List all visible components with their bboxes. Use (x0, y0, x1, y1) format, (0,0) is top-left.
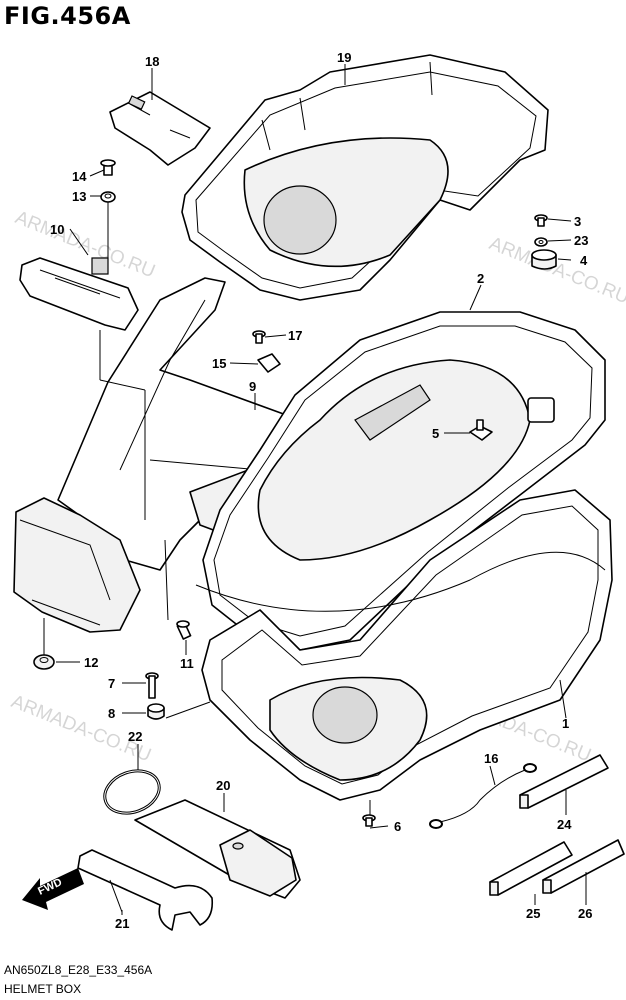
callout-14: 14 (72, 169, 87, 184)
callout-23: 23 (574, 233, 588, 248)
part-19-cover (181, 54, 549, 301)
callout-6: 6 (394, 819, 401, 834)
callout-labels: 18 19 14 13 10 2 3 23 4 5 17 15 9 11 12 … (50, 50, 592, 931)
part-10-latch (19, 257, 139, 331)
callout-17: 17 (288, 328, 302, 343)
leader-lines (43, 64, 587, 915)
callout-9: 9 (249, 379, 256, 394)
part-2-inner-box (202, 311, 606, 651)
fwd-arrow-icon: FWD (22, 868, 84, 910)
part-24-foam-block (519, 754, 609, 809)
callout-25: 25 (526, 906, 540, 921)
part-25-foam-block (489, 841, 573, 896)
callout-24: 24 (557, 817, 572, 832)
part-17-screw (252, 330, 266, 344)
part-5-grommet (469, 419, 493, 441)
callout-5: 5 (432, 426, 439, 441)
callout-10: 10 (50, 222, 64, 237)
callout-20: 20 (216, 778, 230, 793)
part-26-foam-block (542, 839, 625, 894)
part-6-bolt (362, 814, 376, 827)
part-20-tool-bag (134, 799, 301, 899)
callout-7: 7 (108, 676, 115, 691)
part-18-bracket (109, 91, 211, 166)
callout-21: 21 (115, 916, 129, 931)
part-12-grommet (33, 654, 55, 670)
callout-2: 2 (477, 271, 484, 286)
callout-19: 19 (337, 50, 351, 65)
figure-name: HELMET BOX (4, 982, 82, 996)
figure-code: AN650ZL8_E28_E33_456A (4, 963, 153, 977)
callout-16: 16 (484, 751, 498, 766)
callout-4: 4 (580, 253, 588, 268)
part-3-screw (534, 214, 548, 227)
part-15-clip (257, 353, 281, 373)
callout-3: 3 (574, 214, 581, 229)
callout-18: 18 (145, 54, 159, 69)
callout-22: 22 (128, 729, 142, 744)
part-1-outer-box (195, 489, 613, 801)
watermark: ARMADA-CO.RU (486, 233, 626, 308)
callout-13: 13 (72, 189, 86, 204)
callout-11: 11 (180, 656, 194, 671)
part-7-bolt (145, 672, 159, 699)
part-16-cable (429, 763, 537, 829)
part-8-spacer (147, 703, 165, 720)
callout-12: 12 (84, 655, 98, 670)
callout-26: 26 (578, 906, 592, 921)
part-22-o-ring (103, 769, 161, 815)
part-11-bolt (176, 620, 192, 640)
part-4-rubber-mount (531, 249, 557, 270)
callout-8: 8 (108, 706, 115, 721)
part-13-nut (100, 191, 116, 203)
part-21-spanner (77, 849, 214, 931)
part-23-washer (534, 237, 548, 247)
figure-title: FIG.456A (4, 2, 131, 30)
callout-15: 15 (212, 356, 226, 371)
part-14-screw (100, 159, 116, 176)
callout-1: 1 (562, 716, 569, 731)
